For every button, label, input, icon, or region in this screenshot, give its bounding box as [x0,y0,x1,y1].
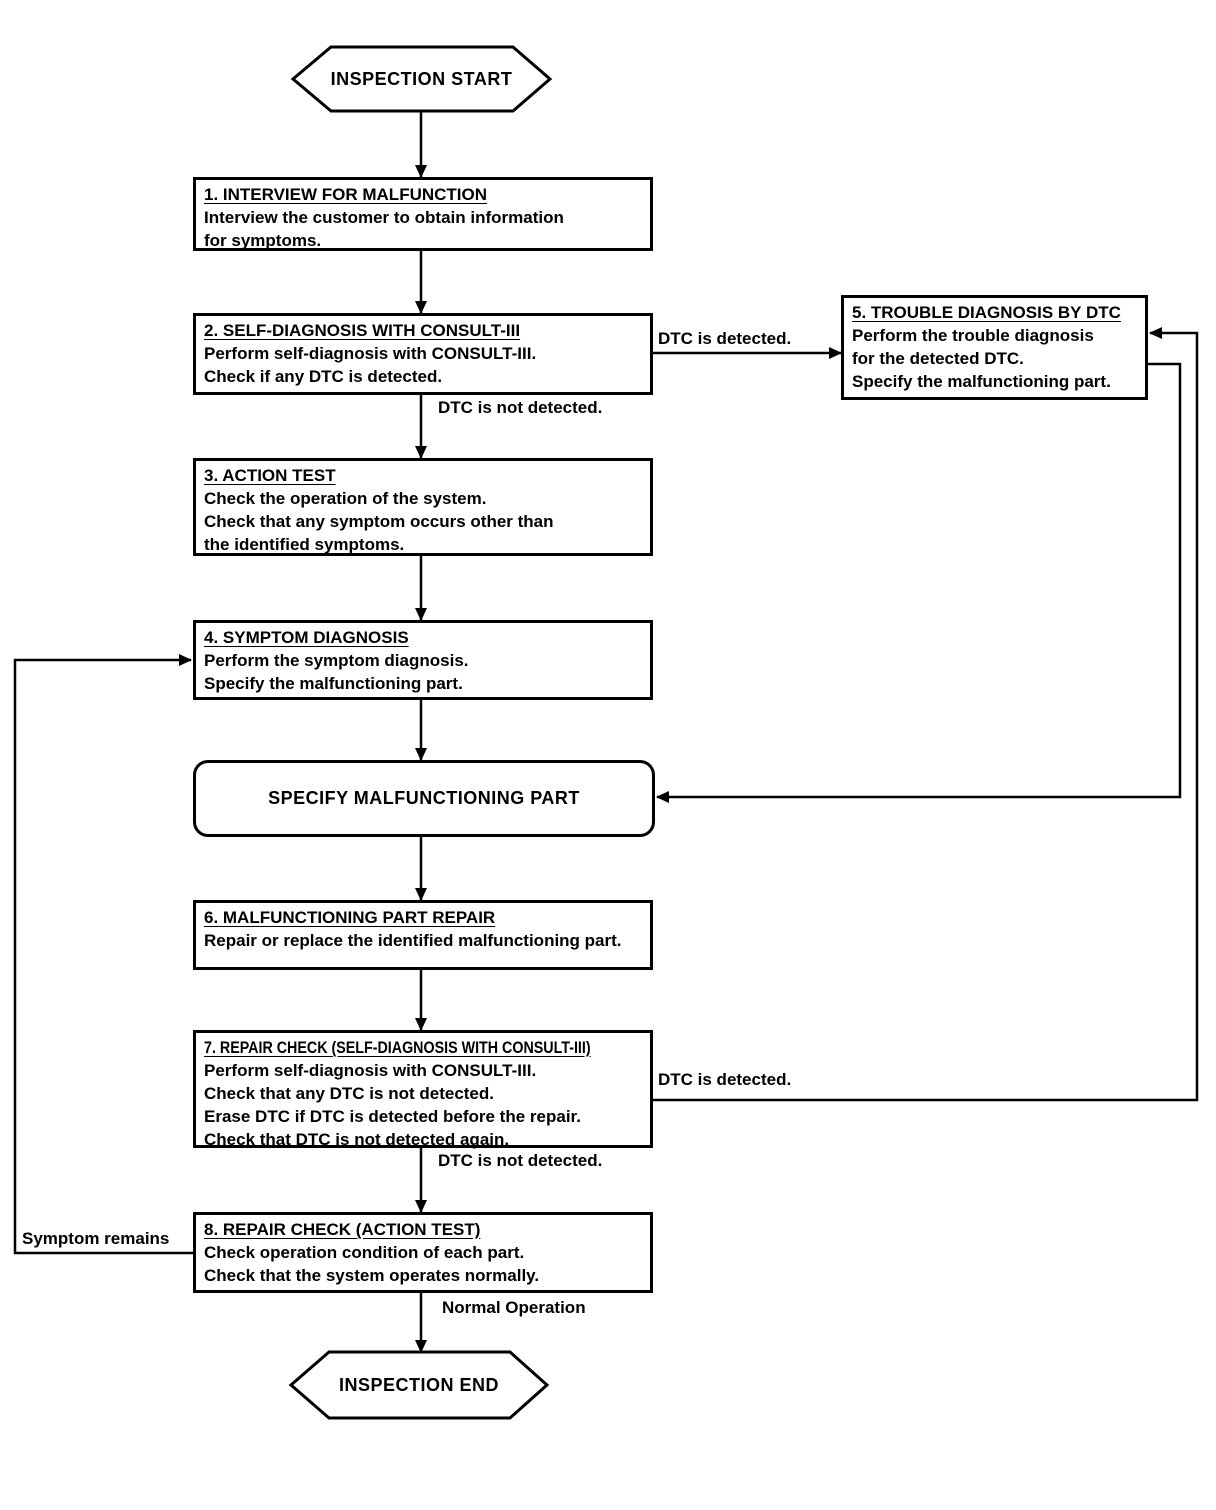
step-6-body: Repair or replace the identified malfunc… [204,931,622,950]
step-3-action-test-box: 3. ACTION TEST Check the operation of th… [193,458,653,556]
step-7-title-text: 7. REPAIR CHECK (SELF-DIAGNOSIS WITH CON… [204,1038,591,1057]
specify-malfunctioning-part-label: SPECIFY MALFUNCTIONING PART [268,788,580,808]
step-4-title-text: 4. SYMPTOM DIAGNOSIS [204,628,409,647]
step-8-body: Check operation condition of each part. … [204,1243,540,1285]
step-3-title-text: 3. ACTION TEST [204,466,336,485]
step-8-title-text: 8. REPAIR CHECK (ACTION TEST) [204,1220,481,1239]
inspection-end-terminator: INSPECTION END [291,1352,547,1418]
edge-label-dtc-not-detected-top: DTC is not detected. [438,398,603,417]
inspection-start-terminator: INSPECTION START [293,47,550,111]
step-5-trouble-diagnosis-box: 5. TROUBLE DIAGNOSIS BY DTC Perform the … [841,295,1148,400]
connector-5-to-specify [656,362,1182,803]
step-1-interview-box: 1. INTERVIEW FOR MALFUNCTION Interview t… [193,177,653,251]
inspection-start-label: INSPECTION START [330,68,513,89]
step-5-title: 5. TROUBLE DIAGNOSIS BY DTC [852,301,1137,324]
edge-label-dtc-detected-top: DTC is detected. [658,329,792,348]
step-5-title-text: 5. TROUBLE DIAGNOSIS BY DTC [852,303,1121,322]
step-6-title: 6. MALFUNCTIONING PART REPAIR [204,906,642,929]
step-3-body: Check the operation of the system. Check… [204,489,554,554]
step-2-title-text: 2. SELF-DIAGNOSIS WITH CONSULT-III [204,321,521,340]
edge-label-dtc-not-detected-bottom: DTC is not detected. [438,1151,603,1170]
step-6-title-text: 6. MALFUNCTIONING PART REPAIR [204,908,496,927]
step-4-title: 4. SYMPTOM DIAGNOSIS [204,626,642,649]
inspection-end-label: INSPECTION END [338,1374,500,1395]
step-6-part-repair-box: 6. MALFUNCTIONING PART REPAIR Repair or … [193,900,653,970]
edge-label-normal-operation: Normal Operation [442,1298,586,1317]
step-2-body: Perform self-diagnosis with CONSULT-III.… [204,344,537,386]
connector-8-to-4 [13,654,193,1255]
step-2-self-diagnosis-box: 2. SELF-DIAGNOSIS WITH CONSULT-III Perfo… [193,313,653,395]
step-7-body: Perform self-diagnosis with CONSULT-III.… [204,1061,581,1149]
step-1-title-text: 1. INTERVIEW FOR MALFUNCTION [204,185,488,204]
end-terminator-outline [288,1350,550,1420]
step-4-body: Perform the symptom diagnosis. Specify t… [204,651,469,693]
edge-label-symptom-remains: Symptom remains [22,1229,170,1248]
specify-malfunctioning-part-box: SPECIFY MALFUNCTIONING PART [193,760,655,837]
step-7-title: 7. REPAIR CHECK (SELF-DIAGNOSIS WITH CON… [204,1036,642,1059]
step-8-title: 8. REPAIR CHECK (ACTION TEST) [204,1218,642,1241]
step-4-symptom-diagnosis-box: 4. SYMPTOM DIAGNOSIS Perform the symptom… [193,620,653,700]
edge-label-dtc-detected-bottom: DTC is detected. [658,1070,792,1089]
step-5-body: Perform the trouble diagnosis for the de… [852,326,1111,391]
start-terminator-outline [290,45,553,113]
step-2-title: 2. SELF-DIAGNOSIS WITH CONSULT-III [204,319,642,342]
step-7-repair-check-consult-box: 7. REPAIR CHECK (SELF-DIAGNOSIS WITH CON… [193,1030,653,1149]
connector-7-to-5 [653,327,1199,1102]
step-8-repair-check-action-box: 8. REPAIR CHECK (ACTION TEST) Check oper… [193,1212,653,1293]
step-3-title: 3. ACTION TEST [204,464,642,487]
step-1-body: Interview the customer to obtain informa… [204,208,564,250]
step-1-title: 1. INTERVIEW FOR MALFUNCTION [204,183,642,206]
